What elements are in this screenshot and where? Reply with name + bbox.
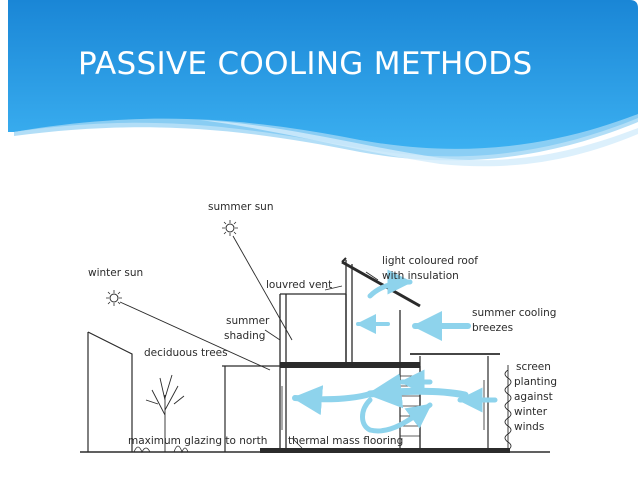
label-summer-breezes-1: summer cooling (472, 307, 556, 319)
label-screen-2: planting (514, 376, 557, 388)
label-light-roof-1: light coloured roof (382, 255, 478, 267)
label-summer-sun: summer sun (208, 201, 273, 213)
label-light-roof-2: with insulation (382, 270, 459, 282)
header-band (8, 0, 638, 167)
left-wall (87, 331, 133, 452)
summer-sun-icon (222, 220, 238, 236)
label-thermal-mass: thermal mass flooring (288, 435, 403, 447)
slide-title: PASSIVE COOLING METHODS (78, 46, 533, 82)
header-wave-shape (8, 0, 638, 157)
label-screen-1: screen (516, 361, 551, 373)
deciduous-tree-icon (145, 374, 185, 452)
summer-shading-leader (264, 329, 281, 341)
thermal-mass-leader (291, 437, 303, 449)
label-summer-shading-2: shading (224, 330, 265, 342)
label-deciduous-trees: deciduous trees (144, 347, 228, 359)
screen-planting-icon (504, 365, 512, 452)
label-louvred-vent: louvred vent (266, 279, 332, 291)
label-max-glazing: maximum glazing to north (128, 435, 267, 447)
label-screen-3: against (514, 391, 553, 403)
summer-sun-ray (232, 235, 293, 341)
label-screen-4: winter (514, 406, 548, 418)
label-summer-breezes-2: breezes (472, 322, 513, 334)
light-roof-leader (365, 271, 379, 281)
winter-sun-ray (119, 301, 271, 371)
label-summer-shading-1: summer (226, 315, 270, 327)
passive-cooling-diagram: summer sun winter sun louvred vent light… (80, 201, 557, 454)
label-screen-5: winds (514, 421, 544, 433)
label-winter-sun: winter sun (88, 267, 143, 279)
header-wave-highlight-2 (200, 120, 638, 167)
breeze-arrows (292, 269, 498, 434)
winter-sun-icon (106, 290, 122, 306)
louvred-vent-leader (324, 285, 343, 291)
house-section (222, 257, 510, 453)
